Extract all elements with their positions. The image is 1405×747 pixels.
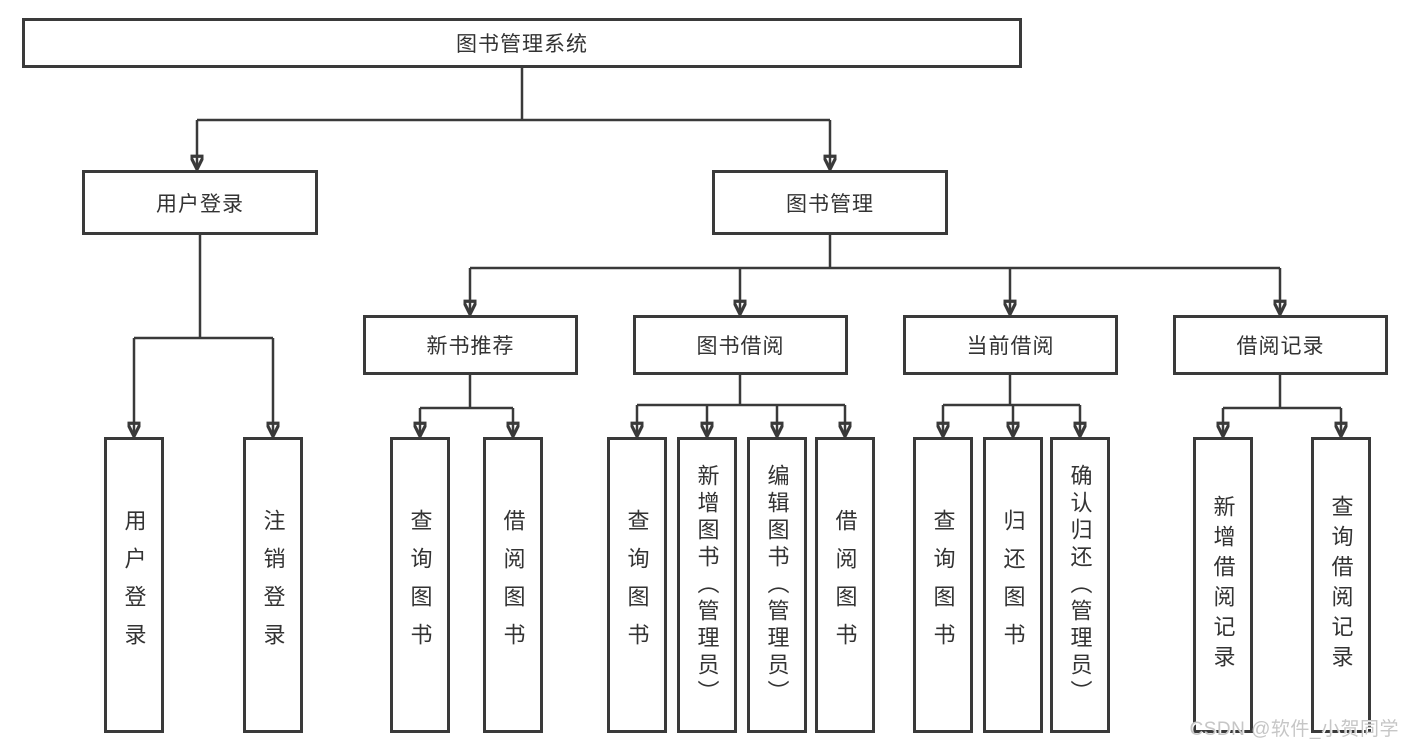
node-label: 归还图书 — [1000, 509, 1026, 661]
node-label: 借阅记录 — [1236, 335, 1325, 358]
leaf-add-borrow-record: 新增借阅记录 — [1193, 437, 1253, 733]
node-label: 查询图书 — [930, 509, 956, 661]
leaf-user-login: 用户登录 — [104, 437, 164, 733]
node-label: 新增图书（管理员） — [694, 463, 720, 707]
node-label: 用户登录 — [121, 509, 147, 661]
node-label: 用户登录 — [156, 192, 244, 216]
leaf-confirm-return-admin: 确认归还（管理员） — [1050, 437, 1110, 733]
node-borrow-records: 借阅记录 — [1173, 315, 1388, 375]
node-label: 借阅图书 — [832, 509, 858, 661]
leaf-query-books-recommend: 查询图书 — [390, 437, 450, 733]
node-label: 注销登录 — [260, 509, 286, 661]
node-current-borrow: 当前借阅 — [903, 315, 1118, 375]
leaf-borrow-books-recommend: 借阅图书 — [483, 437, 543, 733]
node-new-book-recommend: 新书推荐 — [363, 315, 578, 375]
node-label: 查询图书 — [624, 509, 650, 661]
csdn-watermark: CSDN @软件_小贺同学 — [1189, 719, 1399, 740]
node-label: 图书管理系统 — [456, 33, 588, 56]
node-label: 当前借阅 — [966, 335, 1055, 358]
node-label: 确认归还（管理员） — [1067, 463, 1093, 707]
leaf-logout: 注销登录 — [243, 437, 303, 733]
node-label: 图书管理 — [786, 192, 874, 216]
leaf-add-books-admin: 新增图书（管理员） — [677, 437, 737, 733]
node-label: 查询借阅记录 — [1328, 495, 1354, 675]
node-label: 新书推荐 — [426, 335, 515, 358]
node-label: 图书借阅 — [696, 335, 785, 358]
leaf-query-books-current: 查询图书 — [913, 437, 973, 733]
node-label: 借阅图书 — [500, 509, 526, 661]
node-label: 编辑图书（管理员） — [764, 463, 790, 707]
node-book-management: 图书管理 — [712, 170, 948, 235]
node-user-login: 用户登录 — [82, 170, 318, 235]
leaf-borrow-books: 借阅图书 — [815, 437, 875, 733]
leaf-query-borrow-record: 查询借阅记录 — [1311, 437, 1371, 733]
leaf-edit-books-admin: 编辑图书（管理员） — [747, 437, 807, 733]
node-label: 新增借阅记录 — [1210, 495, 1236, 675]
node-label: 查询图书 — [407, 509, 433, 661]
leaf-query-books-borrow: 查询图书 — [607, 437, 667, 733]
node-book-borrow: 图书借阅 — [633, 315, 848, 375]
leaf-return-books: 归还图书 — [983, 437, 1043, 733]
node-library-system: 图书管理系统 — [22, 18, 1022, 68]
